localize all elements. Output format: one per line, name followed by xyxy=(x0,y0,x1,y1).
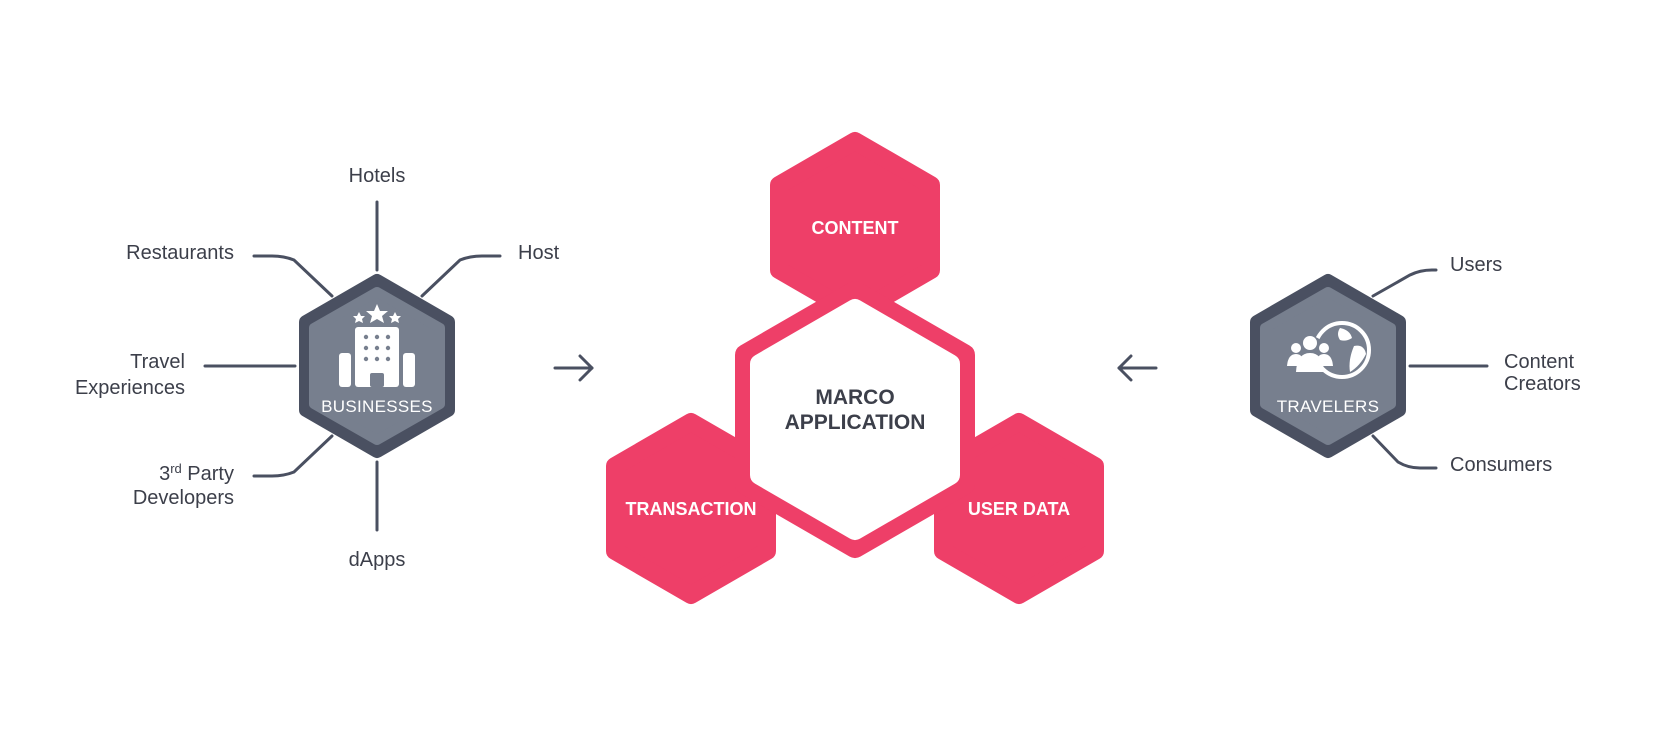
user-data-label: USER DATA xyxy=(968,499,1070,519)
label-creators-line2: Creators xyxy=(1504,373,1581,395)
label-creators-line1: Content xyxy=(1504,351,1574,373)
connector-host xyxy=(420,254,502,298)
label-users: Users xyxy=(1450,254,1502,276)
label-host: Host xyxy=(518,242,560,264)
businesses-hub: BUSINESSES xyxy=(299,274,455,458)
content-label: CONTENT xyxy=(812,218,899,238)
center-hex-fill xyxy=(750,299,960,540)
travelers-globe-icon xyxy=(1287,321,1371,379)
label-third-prefix: 3 xyxy=(159,463,170,485)
label-third-sup: rd xyxy=(170,461,182,476)
label-hotels: Hotels xyxy=(349,165,406,187)
connector-restaurants xyxy=(252,254,334,298)
label-third-party: 3rd Party xyxy=(159,461,234,485)
travelers-hub: TRAVELERS xyxy=(1250,274,1406,458)
label-dapps: dApps xyxy=(349,549,406,571)
connector-consumers xyxy=(1371,434,1438,470)
marco-cluster: CONTENT TRANSACTION USER DATA MARCO APPL… xyxy=(606,132,1104,604)
label-consumers: Consumers xyxy=(1450,454,1552,476)
label-travel-line1: Travel xyxy=(130,351,185,373)
label-restaurants: Restaurants xyxy=(126,242,234,264)
center-title-line2: APPLICATION xyxy=(785,411,926,434)
transaction-label: TRANSACTION xyxy=(626,499,757,519)
arrow-left-icon xyxy=(1117,354,1158,382)
hotel-building-icon xyxy=(339,304,415,387)
label-travel-line2: Experiences xyxy=(75,377,185,399)
travelers-title: TRAVELERS xyxy=(1277,397,1380,416)
businesses-connectors xyxy=(203,200,502,532)
connector-users xyxy=(1371,268,1438,298)
label-developers: Developers xyxy=(133,487,234,509)
center-title-line1: MARCO xyxy=(815,386,894,409)
arrow-right-icon xyxy=(553,354,594,382)
travelers-connectors xyxy=(1371,268,1489,470)
businesses-title: BUSINESSES xyxy=(321,397,433,416)
label-third-rest: Party xyxy=(182,463,234,485)
connector-developers xyxy=(252,434,334,478)
